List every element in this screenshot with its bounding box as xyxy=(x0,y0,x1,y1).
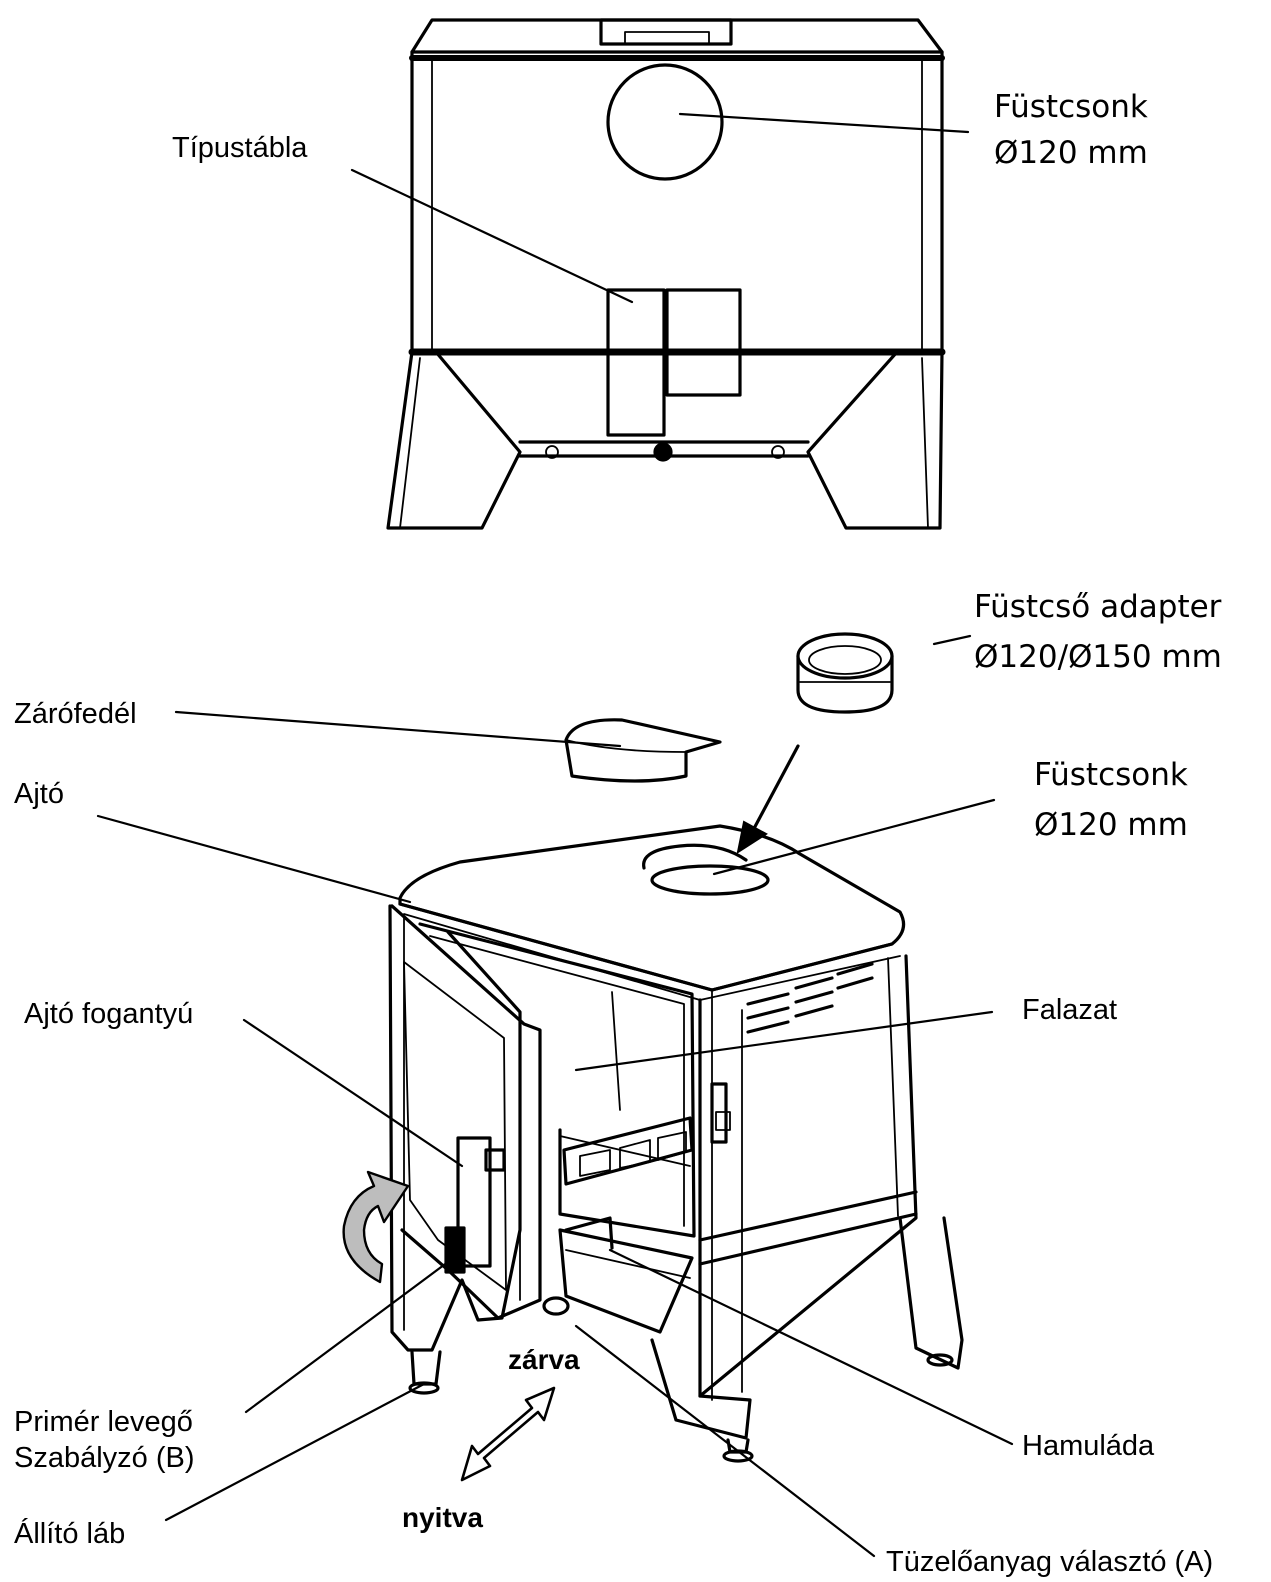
label-top-flue-title: Füstcsonk xyxy=(1034,757,1188,793)
label-closing-cover: Zárófedél xyxy=(14,698,137,730)
label-ash-drawer: Hamuláda xyxy=(1022,1430,1155,1462)
label-primary-air-1: Primér levegő xyxy=(14,1406,193,1438)
label-primary-air-2: Szabályzó (B) xyxy=(14,1442,195,1474)
flue-adapter-part xyxy=(796,632,894,714)
top-flue-outlet xyxy=(650,864,770,896)
closing-cover-part xyxy=(564,718,722,783)
label-rear-flue-title: Füstcsonk xyxy=(994,89,1148,125)
label-lining: Falazat xyxy=(1022,994,1118,1026)
stove-rear-view xyxy=(386,18,946,530)
label-fuel-selector: Tüzelőanyag választó (A) xyxy=(886,1546,1214,1578)
label-rear-flue-size: Ø120 mm xyxy=(994,135,1148,171)
open-close-arrow-icon xyxy=(460,1386,556,1482)
label-top-flue-size: Ø120 mm xyxy=(1034,807,1188,843)
rear-flue-outlet xyxy=(606,63,724,181)
leader-lines xyxy=(96,112,1014,1558)
stove-front-view xyxy=(388,824,964,1463)
label-flue-adapter-size: Ø120/Ø150 mm xyxy=(974,639,1222,675)
label-flue-adapter-title: Füstcső adapter xyxy=(974,589,1222,625)
label-door: Ajtó xyxy=(14,778,64,810)
type-plate xyxy=(606,288,666,437)
label-closed: zárva xyxy=(508,1344,580,1375)
label-open: nyitva xyxy=(402,1502,483,1533)
insert-arrow-icon xyxy=(748,744,800,838)
door-handle-part xyxy=(456,1136,492,1268)
label-type-plate: Típustábla xyxy=(172,132,308,164)
rotation-arrow-icon xyxy=(342,1170,410,1284)
label-adjustable-foot: Állító láb xyxy=(14,1518,126,1550)
label-door-handle: Ajtó fogantyú xyxy=(24,998,194,1030)
